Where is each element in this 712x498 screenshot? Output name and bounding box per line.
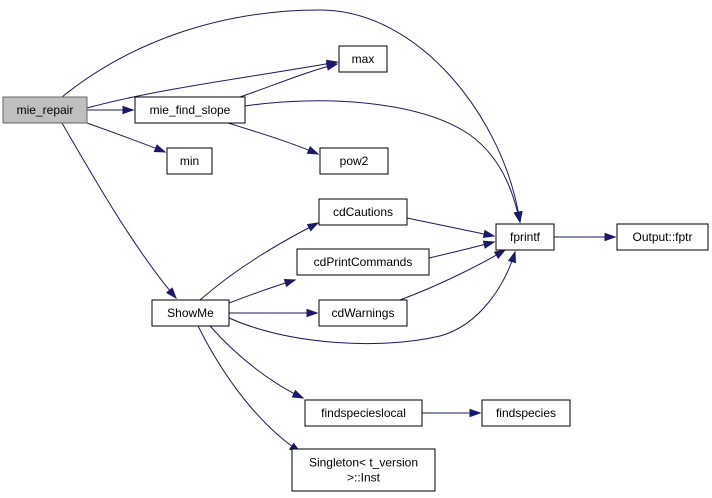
edge-line [86,122,166,153]
node-box [2,96,88,124]
node-max[interactable]: max [338,45,388,73]
node-label: findspecies [496,406,556,420]
node-label: mie_repair [17,103,74,117]
arrowhead [507,250,516,264]
arrowhead [306,145,320,155]
edge-cdCautions-to-fprintf [406,217,496,238]
node-box [495,223,555,251]
node-box [296,248,430,276]
arrowhead [604,232,617,242]
edge-line [228,251,516,345]
node-singleton-inst[interactable]: Singleton< t_version>::Inst [291,448,436,492]
node-mie-find-slope[interactable]: mie_find_slope [134,96,246,124]
edge-ShowMe-to-Singleton_Inst [197,325,302,453]
edge-mie_repair-to-ShowMe [61,122,177,300]
node-label: pow2 [340,154,369,168]
edge-line [199,222,319,301]
edge-mie_find_slope-to-fprintf [244,100,522,224]
node-box [166,147,213,175]
node-box [481,399,571,427]
node-label: Output::fptr [632,230,692,244]
node-label: mie_find_slope [150,103,231,117]
edge-findspecieslocal-to-findspecies [422,408,482,418]
node-cdcautions[interactable]: cdCautions [318,198,408,226]
arrowhead [482,229,496,238]
edge-mie_find_slope-to-pow2 [227,122,320,155]
edge-mie_repair-to-mie_find_slope [87,105,135,115]
arrowhead [153,144,167,153]
node-showme[interactable]: ShowMe [151,299,230,327]
edge-ShowMe-to-cdCautions [199,222,320,301]
node-min[interactable]: min [166,147,213,175]
node-box [318,299,408,327]
node-box [304,399,423,427]
edge-line [61,9,521,223]
node-findspecies[interactable]: findspecies [481,399,571,427]
edges-layer [61,9,617,453]
edge-mie_find_slope-to-max [239,62,339,98]
node-box [318,198,408,226]
arrowhead [306,308,319,318]
edge-line [86,61,338,109]
node-label: min [180,154,199,168]
node-label: cdWarnings [332,306,395,320]
edge-line [406,217,495,237]
edge-ShowMe-to-cdWarnings [229,308,319,318]
node-findspecieslocal[interactable]: findspecieslocal [304,399,423,427]
node-label: max [352,52,375,66]
node-box [338,45,388,73]
edge-ShowMe-to-findspecieslocal [209,325,305,399]
arrowhead [493,249,507,260]
node-mie-repair[interactable]: mie_repair [2,96,88,124]
arrowhead [482,240,496,249]
edge-line [227,122,319,155]
node-cdprintcommands[interactable]: cdPrintCommands [296,248,430,276]
edge-mie_repair-to-min [86,122,167,153]
arrowhead [513,210,522,224]
node-box [151,299,230,327]
node-box [616,223,709,251]
edge-line [244,100,521,223]
edge-line [197,325,301,453]
node-fprintf[interactable]: fprintf [495,223,555,251]
node-box [319,147,389,175]
edge-line [61,122,177,299]
arrowhead [306,222,320,232]
edge-cdPrintCommands-to-fprintf [428,240,496,259]
node-cdwarnings[interactable]: cdWarnings [318,299,408,327]
arrowhead [325,62,339,71]
node-label: ShowMe [167,306,214,320]
node-box [134,96,246,124]
node-label: findspecieslocal [321,406,406,420]
edge-ShowMe-to-cdPrintCommands [228,279,297,304]
edge-line [239,63,338,98]
arrowhead [283,279,297,288]
arrowhead [291,389,305,399]
node-label: cdPrintCommands [314,255,413,269]
arrowhead [122,105,135,115]
node-label: fprintf [510,230,541,244]
node-pow2[interactable]: pow2 [319,147,389,175]
edge-mie_repair-to-fprintf [61,9,523,224]
node-label: cdCautions [333,205,393,219]
node-box [291,448,436,492]
node-output-fptr[interactable]: Output::fptr [616,223,709,251]
edge-fprintf-to-Output_fptr [554,232,617,242]
nodes-layer: mie_repair mie_find_slope max min pow2 fprint… [2,45,709,492]
node-label: >::Inst [347,471,381,485]
arrowhead [165,287,177,300]
arrowhead [469,408,482,418]
node-label: Singleton< t_version [309,456,418,470]
edge-ShowMe-to-fprintf [228,250,516,345]
edge-cdWarnings-to-fprintf [399,249,507,301]
